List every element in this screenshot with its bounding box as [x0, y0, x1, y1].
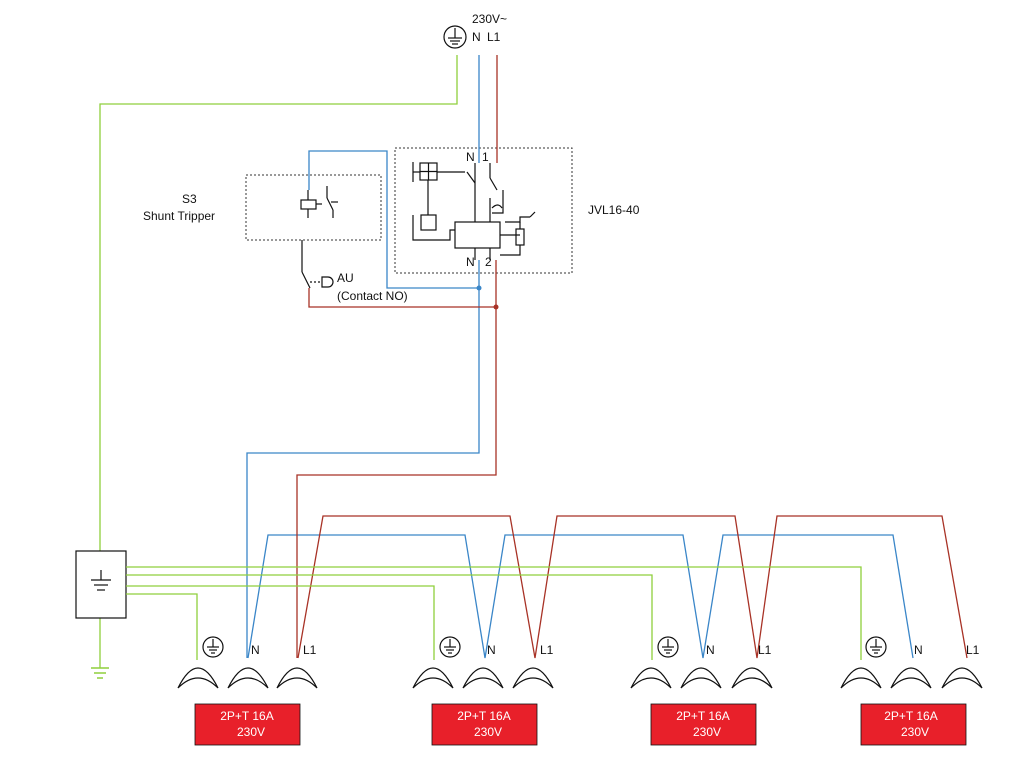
rcd-schematic-icon — [412, 162, 536, 260]
au-contact-icon — [301, 271, 334, 289]
earth-symbol-icon — [657, 636, 679, 658]
socket-pin-l-icon — [512, 667, 554, 689]
socket-l-label: L1 — [758, 643, 772, 657]
rcd-model-label: JVL16-40 — [588, 203, 640, 217]
socket-l-label: L1 — [966, 643, 980, 657]
socket-group-1: N L1 2P+T 16A 230V — [177, 636, 318, 746]
supply-earth-icon — [443, 25, 467, 49]
earth-wire-s2 — [126, 585, 435, 660]
earth-symbol-icon — [865, 636, 887, 658]
socket-pin-earth-icon — [412, 667, 454, 689]
socket-line2: 230V — [237, 725, 265, 739]
socket-box — [194, 703, 301, 746]
socket-pin-n-icon — [227, 667, 269, 689]
socket-line2: 230V — [474, 725, 502, 739]
earth-wire-s3 — [126, 574, 653, 660]
socket-pin-n-icon — [890, 667, 932, 689]
neutral-shunt-wire — [308, 150, 479, 289]
supply-voltage-label: 230V~ — [472, 12, 507, 26]
shunt-box — [245, 174, 382, 241]
socket-l-label: L1 — [540, 643, 554, 657]
neutral-junction — [476, 285, 482, 291]
rcd-box — [394, 147, 573, 274]
socket-pin-n-icon — [680, 667, 722, 689]
shunt-coil-icon — [300, 186, 338, 218]
socket-n-label: N — [706, 643, 715, 657]
earth-main-wire — [99, 55, 458, 551]
rcd-bot-2: 2 — [485, 255, 492, 269]
rcd-bot-n: N — [466, 255, 475, 269]
au-name: AU — [337, 271, 354, 285]
socket-l-label: L1 — [303, 643, 317, 657]
earth-wire-s1 — [126, 593, 198, 660]
rcd-top-1: 1 — [482, 150, 489, 164]
shunt-name: S3 — [182, 192, 197, 206]
socket-pin-l-icon — [276, 667, 318, 689]
socket-line1: 2P+T 16A — [676, 709, 729, 723]
supply-l1-label: L1 — [487, 30, 501, 44]
socket-box — [650, 703, 757, 746]
socket-n-label: N — [487, 643, 496, 657]
socket-group-2: N L1 2P+T 16A 230V — [412, 636, 554, 746]
socket-pin-earth-icon — [177, 667, 219, 689]
socket-group-3: N L1 2P+T 16A 230V — [630, 636, 773, 746]
live-au-wire — [308, 288, 496, 308]
shunt-desc: Shunt Tripper — [143, 209, 215, 223]
socket-n-label: N — [251, 643, 260, 657]
rcd-top-n: N — [466, 150, 475, 164]
live-rcd-out-wire — [296, 260, 497, 658]
socket-pin-earth-icon — [840, 667, 882, 689]
socket-pin-l-icon — [731, 667, 773, 689]
socket-n-label: N — [914, 643, 923, 657]
socket-box — [431, 703, 538, 746]
supply-n-label: N — [472, 30, 481, 44]
socket-pin-earth-icon — [630, 667, 672, 689]
socket-box — [860, 703, 967, 746]
neutral-chain-wire — [247, 534, 914, 659]
socket-line1: 2P+T 16A — [457, 709, 510, 723]
socket-line2: 230V — [693, 725, 721, 739]
socket-pin-l-icon — [941, 667, 983, 689]
socket-pin-n-icon — [462, 667, 504, 689]
earth-terminal-icon — [91, 570, 111, 591]
socket-line1: 2P+T 16A — [884, 709, 937, 723]
socket-line1: 2P+T 16A — [220, 709, 273, 723]
earth-wire-s4 — [126, 566, 862, 660]
socket-line2: 230V — [901, 725, 929, 739]
earth-symbol-icon — [439, 636, 461, 658]
au-desc: (Contact NO) — [337, 289, 408, 303]
socket-group-4: N L1 2P+T 16A 230V — [840, 636, 983, 746]
live-chain-wire — [297, 515, 968, 659]
ground-icon — [91, 667, 109, 679]
earth-symbol-icon — [202, 636, 224, 658]
live-junction — [493, 304, 499, 310]
neutral-rcd-out-wire — [246, 260, 480, 658]
